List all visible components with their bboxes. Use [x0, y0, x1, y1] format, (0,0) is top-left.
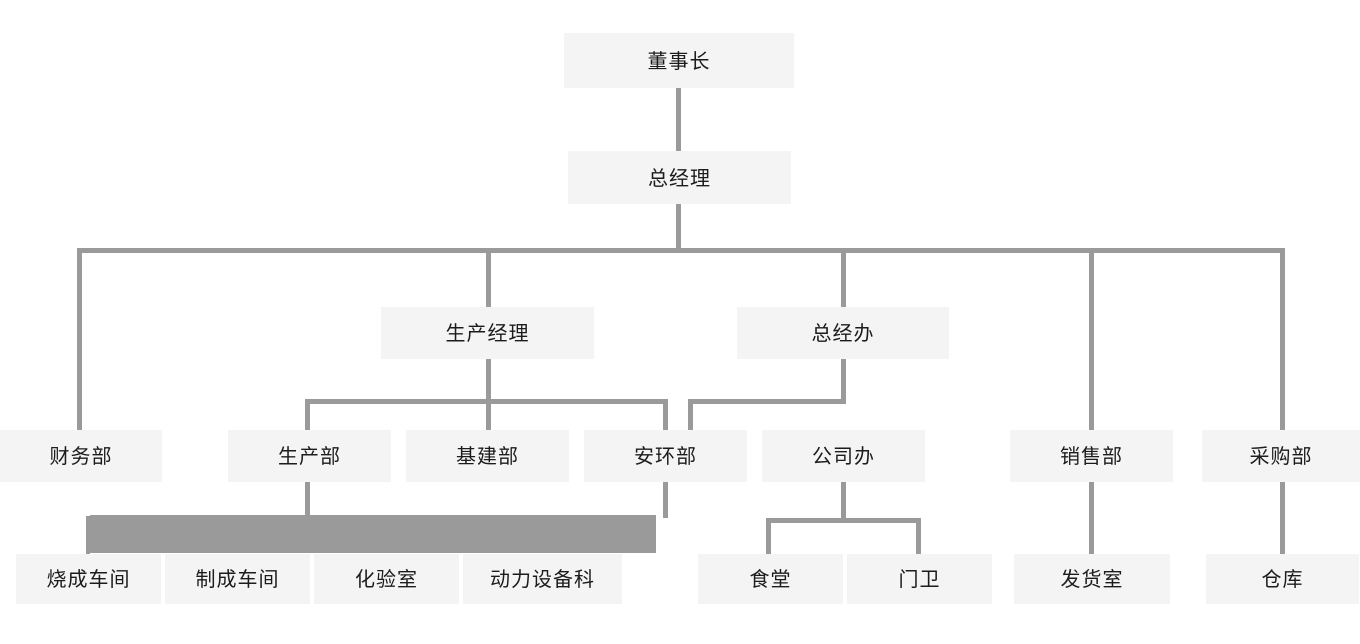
node-company-office[interactable]: 公司办 [762, 430, 925, 482]
node-laboratory-label: 化验室 [355, 567, 418, 591]
node-power-equipment[interactable]: 动力设备科 [463, 554, 622, 604]
edge-bus-to-safety-env-dept [663, 399, 668, 430]
edge-bus-to-purchasing-dept [1280, 248, 1285, 430]
node-firing-workshop[interactable]: 烧成车间 [16, 554, 161, 604]
node-shipping-room-label: 发货室 [1060, 567, 1124, 591]
edge-production-manager-stem [486, 359, 491, 403]
edge-bus-to-infrastructure-dept [486, 399, 491, 430]
node-power-equipment-label: 动力设备科 [490, 567, 595, 591]
node-firing-workshop-label: 烧成车间 [46, 567, 131, 591]
edge-bus-to-canteen [766, 518, 771, 556]
node-gatehouse[interactable]: 门卫 [847, 554, 992, 604]
production-children-band [90, 515, 656, 553]
edge-chairman-to-general-manager [676, 88, 681, 151]
edge-bus-to-gatehouse [916, 518, 921, 556]
node-chairman[interactable]: 董事长 [564, 33, 794, 88]
node-forming-workshop[interactable]: 制成车间 [165, 554, 310, 604]
bus-gm-office-horizontal [688, 399, 846, 404]
edge-bus-to-production-manager [486, 248, 491, 307]
edge-production-dept-stem [305, 482, 310, 518]
node-finance-dept-label: 财务部 [49, 444, 113, 468]
node-canteen[interactable]: 食堂 [698, 554, 843, 604]
node-finance-dept[interactable]: 财务部 [0, 430, 162, 482]
edge-bus-to-firing-workshop [86, 516, 90, 556]
node-forming-workshop-label: 制成车间 [195, 567, 280, 591]
node-production-manager-label: 生产经理 [445, 321, 530, 345]
node-warehouse[interactable]: 仓库 [1206, 554, 1359, 604]
edge-gm-office-stem [841, 359, 846, 403]
node-laboratory[interactable]: 化验室 [314, 554, 459, 604]
node-company-office-label: 公司办 [812, 444, 875, 468]
node-shipping-room[interactable]: 发货室 [1014, 554, 1170, 604]
node-purchasing-dept[interactable]: 采购部 [1202, 430, 1360, 482]
node-sales-dept[interactable]: 销售部 [1010, 430, 1173, 482]
node-chairman-label: 董事长 [647, 48, 711, 73]
node-production-manager[interactable]: 生产经理 [381, 307, 594, 359]
node-safety-env-dept[interactable]: 安环部 [584, 430, 747, 482]
node-gm-office-label: 总经办 [811, 321, 875, 345]
edge-bus-to-sales-dept [1089, 248, 1094, 430]
node-safety-env-dept-label: 安环部 [634, 444, 697, 468]
node-infrastructure-dept-label: 基建部 [456, 444, 519, 468]
node-sales-dept-label: 销售部 [1060, 444, 1123, 468]
node-infrastructure-dept[interactable]: 基建部 [406, 430, 569, 482]
edge-bus-to-gm-office [841, 248, 846, 307]
edge-company-office-stem [841, 482, 846, 522]
node-gatehouse-label: 门卫 [898, 567, 941, 591]
bus-company-office-horizontal [766, 518, 921, 523]
edge-general-manager-stem [676, 204, 681, 252]
node-production-dept[interactable]: 生产部 [228, 430, 391, 482]
edge-safety-env-dept-stem [663, 482, 668, 518]
node-canteen-label: 食堂 [749, 567, 792, 591]
edge-purchasing-dept-to-warehouse [1280, 482, 1285, 556]
bus-general-manager-horizontal [77, 248, 1285, 253]
node-production-dept-label: 生产部 [278, 444, 341, 468]
edge-bus-to-production-dept [305, 399, 310, 430]
edge-bus-to-finance-dept [77, 248, 82, 430]
node-general-manager-label: 总经理 [648, 165, 711, 190]
node-warehouse-label: 仓库 [1261, 567, 1304, 591]
node-gm-office[interactable]: 总经办 [737, 307, 949, 359]
node-general-manager[interactable]: 总经理 [568, 151, 791, 204]
edge-sales-dept-to-shipping-room [1089, 482, 1094, 556]
edge-bus-to-company-office [688, 399, 693, 430]
node-purchasing-dept-label: 采购部 [1249, 444, 1313, 468]
